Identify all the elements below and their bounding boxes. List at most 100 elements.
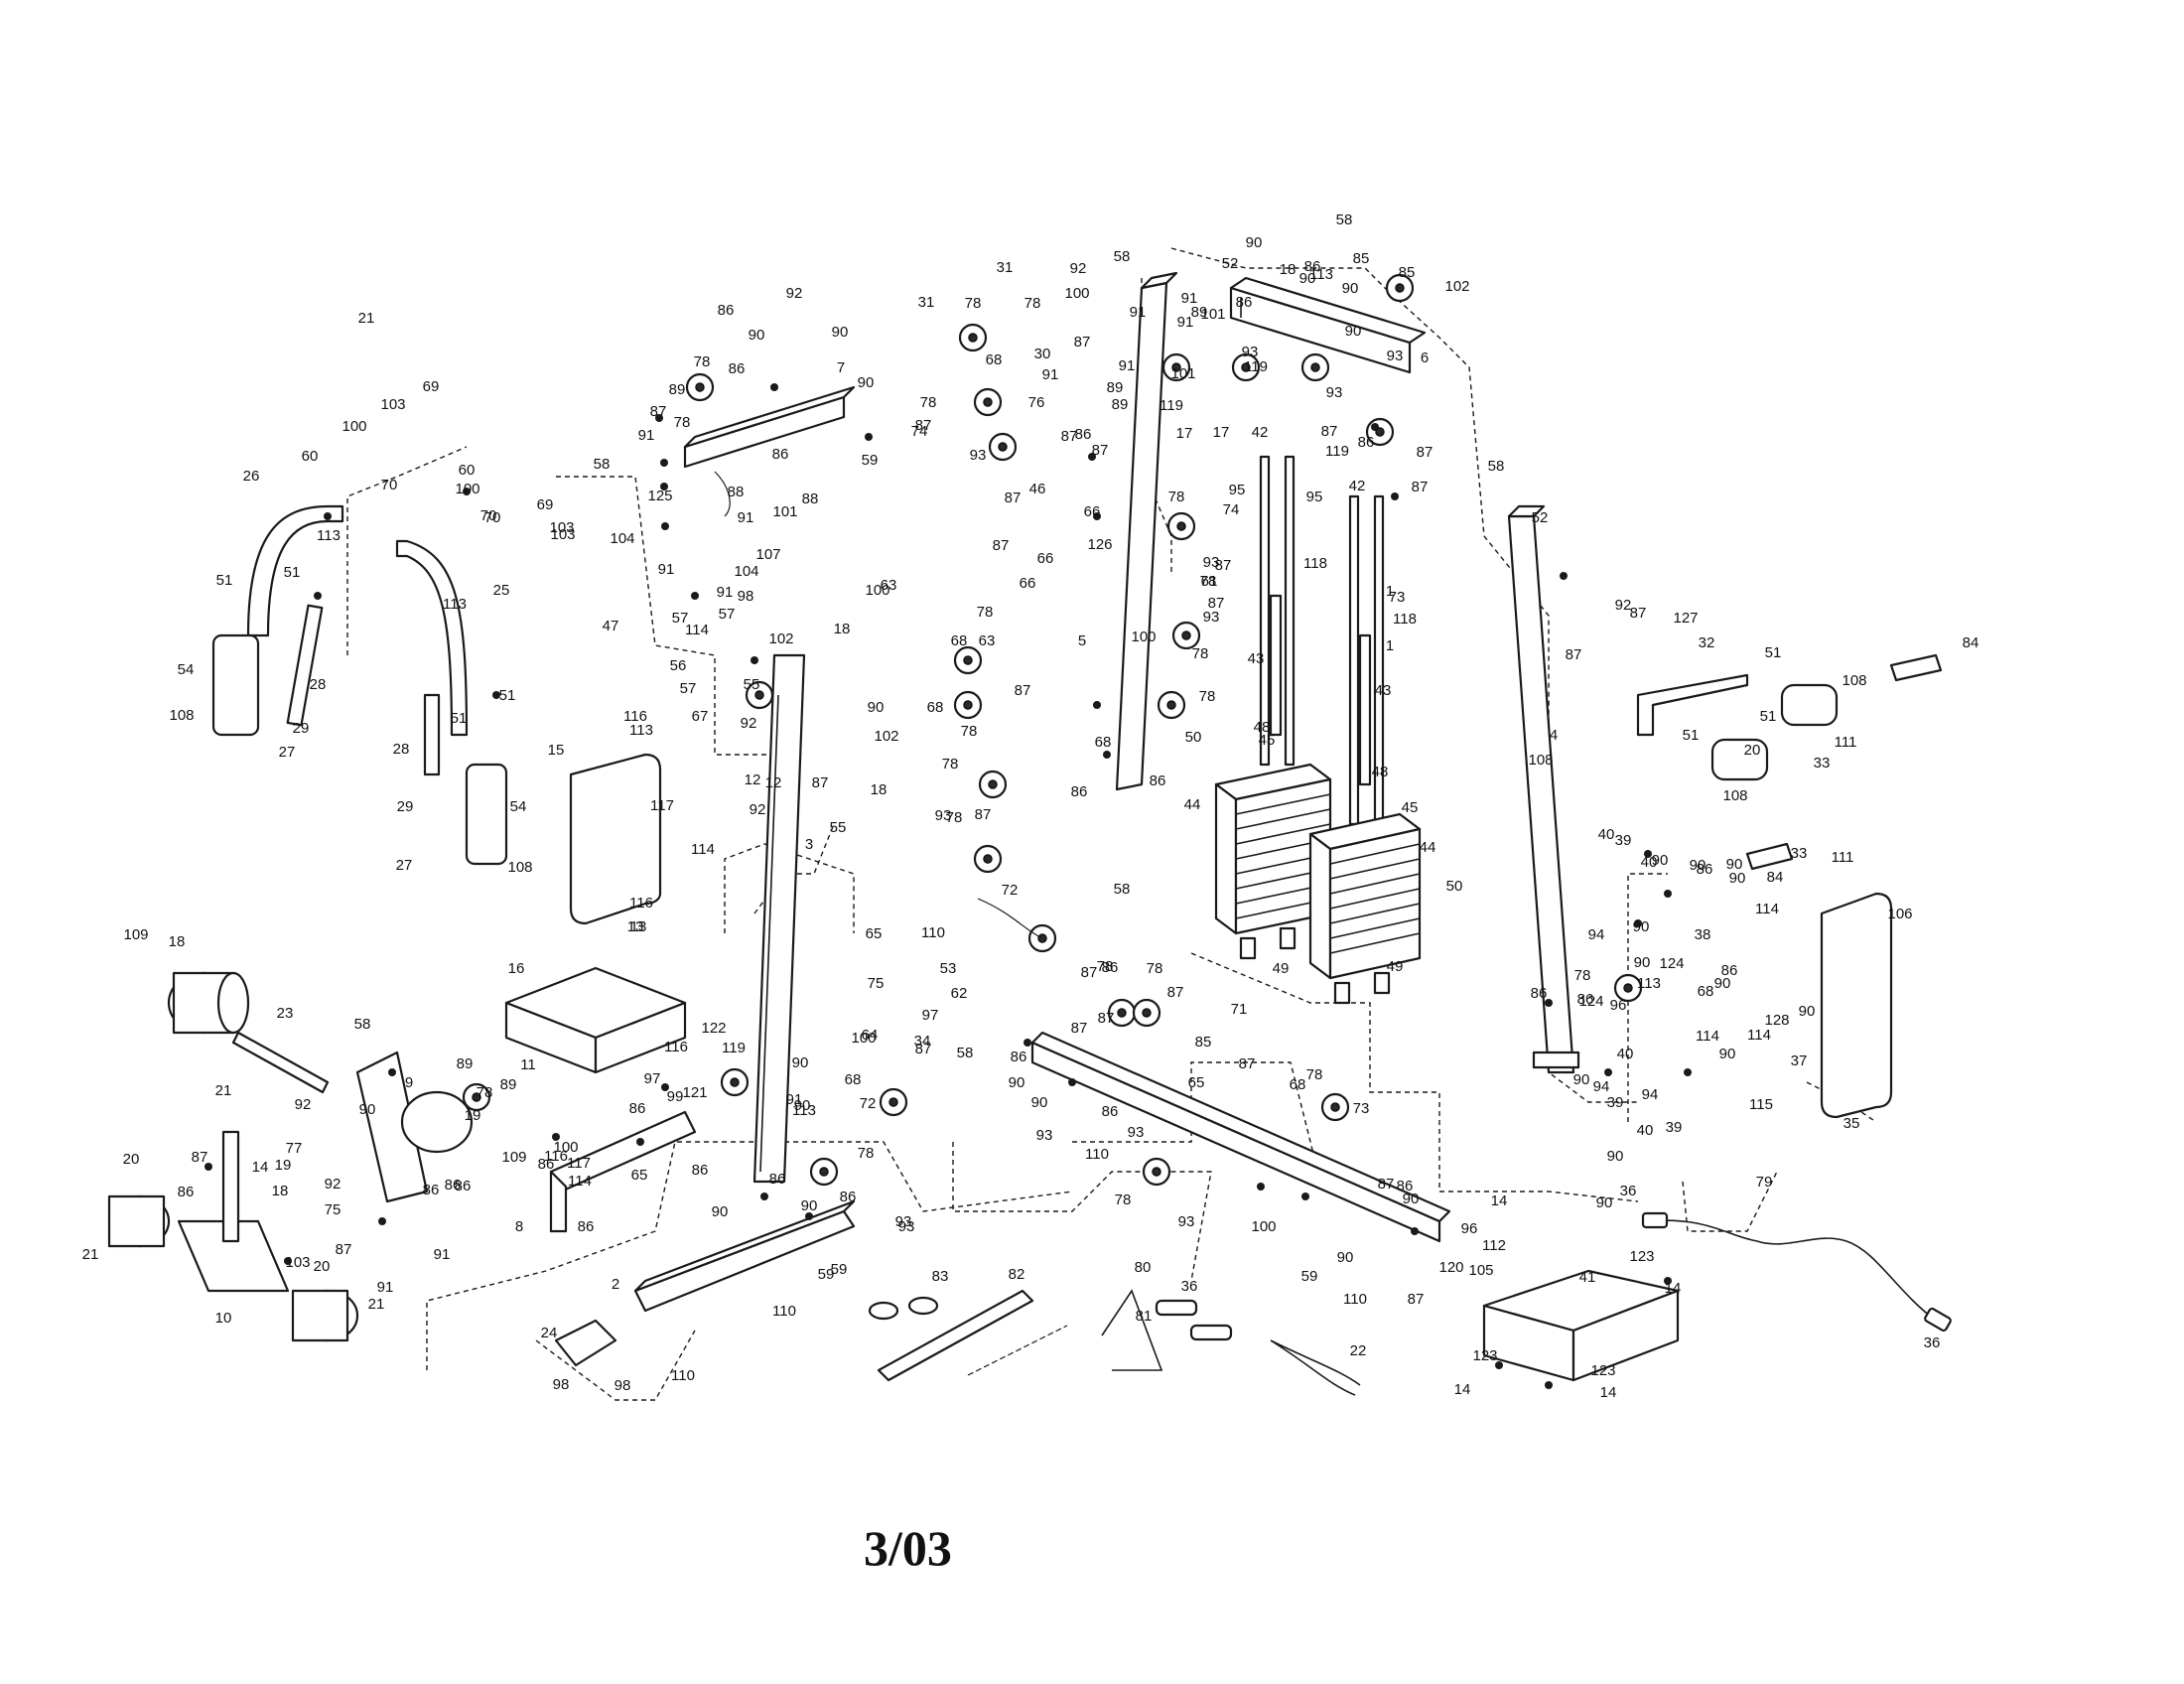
part-number-callout: 121: [682, 1084, 707, 1101]
part-number-callout: 91: [738, 509, 754, 526]
straight-handle: [877, 1289, 1034, 1382]
weight-stack-left: [1214, 763, 1332, 935]
part-number-callout: 91: [1119, 357, 1136, 374]
guide-rod-front-2: [1284, 455, 1296, 767]
part-number-callout: 110: [1343, 1291, 1367, 1308]
part-number-callout: 63: [979, 632, 996, 649]
part-number-callout: 93: [1203, 554, 1220, 571]
part-number-callout: 87: [1208, 595, 1225, 612]
part-number-callout: 87: [650, 403, 667, 420]
part-number-callout: 93: [1036, 1127, 1053, 1144]
part-number-callout: 60: [459, 462, 476, 479]
part-number-callout: 110: [772, 1303, 796, 1320]
part-number-callout: 98: [553, 1376, 570, 1393]
part-number-callout: 78: [946, 809, 963, 826]
part-number-callout: 90: [1714, 975, 1731, 992]
part-number-callout: 30: [1034, 346, 1051, 362]
part-number-callout: 65: [631, 1167, 648, 1184]
pulley: [953, 690, 983, 720]
part-number-callout: 52: [1532, 509, 1549, 526]
part-number-callout: 3: [805, 836, 813, 853]
part-number-callout: 53: [940, 960, 957, 977]
part-number-callout: 102: [1444, 278, 1469, 295]
part-number-callout: 87: [1005, 490, 1022, 506]
part-number-callout: 108: [1528, 752, 1553, 769]
part-number-callout: 88: [728, 484, 745, 500]
part-number-callout: 85: [1353, 250, 1370, 267]
part-number-callout: 88: [802, 491, 819, 507]
hardware-fasteners: [205, 383, 1692, 1389]
part-number-callout: 87: [1417, 444, 1433, 461]
part-number-callout: 62: [951, 985, 968, 1002]
part-number-callout: 100: [1131, 629, 1156, 645]
part-number-callout: 70: [381, 477, 398, 493]
part-number-callout: 9: [405, 1074, 413, 1091]
pulley: [809, 1157, 839, 1187]
roller-pad: [400, 1090, 474, 1154]
part-number-callout: 86: [1358, 434, 1375, 451]
part-number-callout: 78: [674, 414, 691, 431]
part-number-callout: 16: [508, 960, 525, 977]
part-number-callout: 51: [216, 572, 233, 589]
part-number-callout: 51: [284, 564, 301, 581]
part-number-callout: 51: [1765, 644, 1782, 661]
part-number-callout: 89: [669, 381, 686, 398]
part-number-callout: 119: [722, 1040, 746, 1056]
part-number-callout: 114: [1747, 1027, 1771, 1044]
part-number-callout: 116: [623, 708, 647, 725]
part-number-callout: 87: [915, 1041, 932, 1057]
part-number-callout: 119: [1160, 397, 1183, 414]
pulley: [720, 1067, 750, 1097]
part-number-callout: 33: [1814, 755, 1831, 772]
part-number-callout: 1: [1386, 637, 1394, 654]
part-number-callout: 51: [451, 710, 468, 727]
part-number-callout: 26: [243, 468, 260, 485]
pulley: [953, 645, 983, 675]
part-number-callout: 78: [1024, 295, 1041, 312]
part-number-callout: 92: [1615, 597, 1632, 614]
part-number-callout: 102: [874, 728, 898, 745]
part-number-callout: 76: [1028, 394, 1045, 411]
part-number-callout: 86: [729, 360, 746, 377]
part-number-callout: 20: [123, 1151, 140, 1168]
part-number-callout: 58: [1114, 881, 1131, 898]
part-number-callout: 93: [895, 1213, 912, 1230]
part-number-callout: 89: [500, 1076, 517, 1093]
part-number-callout: 89: [1107, 379, 1124, 396]
part-number-callout: 95: [1229, 482, 1246, 498]
part-number-callout: 100: [1251, 1218, 1276, 1235]
part-number-callout: 42: [1252, 424, 1269, 441]
part-number-callout: 36: [1620, 1183, 1637, 1199]
part-number-callout: 94: [1588, 926, 1605, 943]
part-number-callout: 87: [336, 1241, 352, 1258]
part-number-callout: 93: [970, 447, 987, 464]
part-number-callout: 87: [1092, 442, 1109, 459]
part-number-callout: 113: [317, 527, 341, 544]
pulley: [1231, 352, 1261, 382]
part-number-callout: 41: [1579, 1269, 1596, 1286]
pulley: [1132, 998, 1161, 1028]
part-number-callout: 59: [818, 1266, 835, 1283]
part-number-callout: 90: [1342, 280, 1359, 297]
part-number-callout: 90: [1719, 1046, 1736, 1062]
part-number-callout: 103: [380, 396, 405, 413]
ankle-roller: [1710, 738, 1769, 781]
part-number-callout: 86: [445, 1177, 462, 1193]
part-number-callout: 17: [1213, 424, 1230, 441]
part-number-callout: 21: [215, 1082, 232, 1099]
part-number-callout: 124: [1659, 955, 1684, 972]
pulley: [1613, 973, 1643, 1003]
part-number-callout: 21: [368, 1296, 385, 1313]
right-press-arm: [395, 539, 469, 737]
part-number-callout: 57: [672, 610, 689, 627]
part-number-callout: 87: [1408, 1291, 1425, 1308]
part-number-callout: 51: [499, 687, 516, 704]
pulley: [973, 387, 1003, 417]
part-number-callout: 109: [123, 926, 148, 943]
part-number-callout: 120: [1438, 1259, 1463, 1276]
pulley: [1385, 273, 1415, 303]
part-number-callout: 70: [480, 507, 497, 524]
part-number-callout: 1: [1386, 583, 1394, 600]
part-number-callout: 101: [1170, 365, 1195, 382]
part-number-callout: 94: [1642, 1086, 1659, 1103]
